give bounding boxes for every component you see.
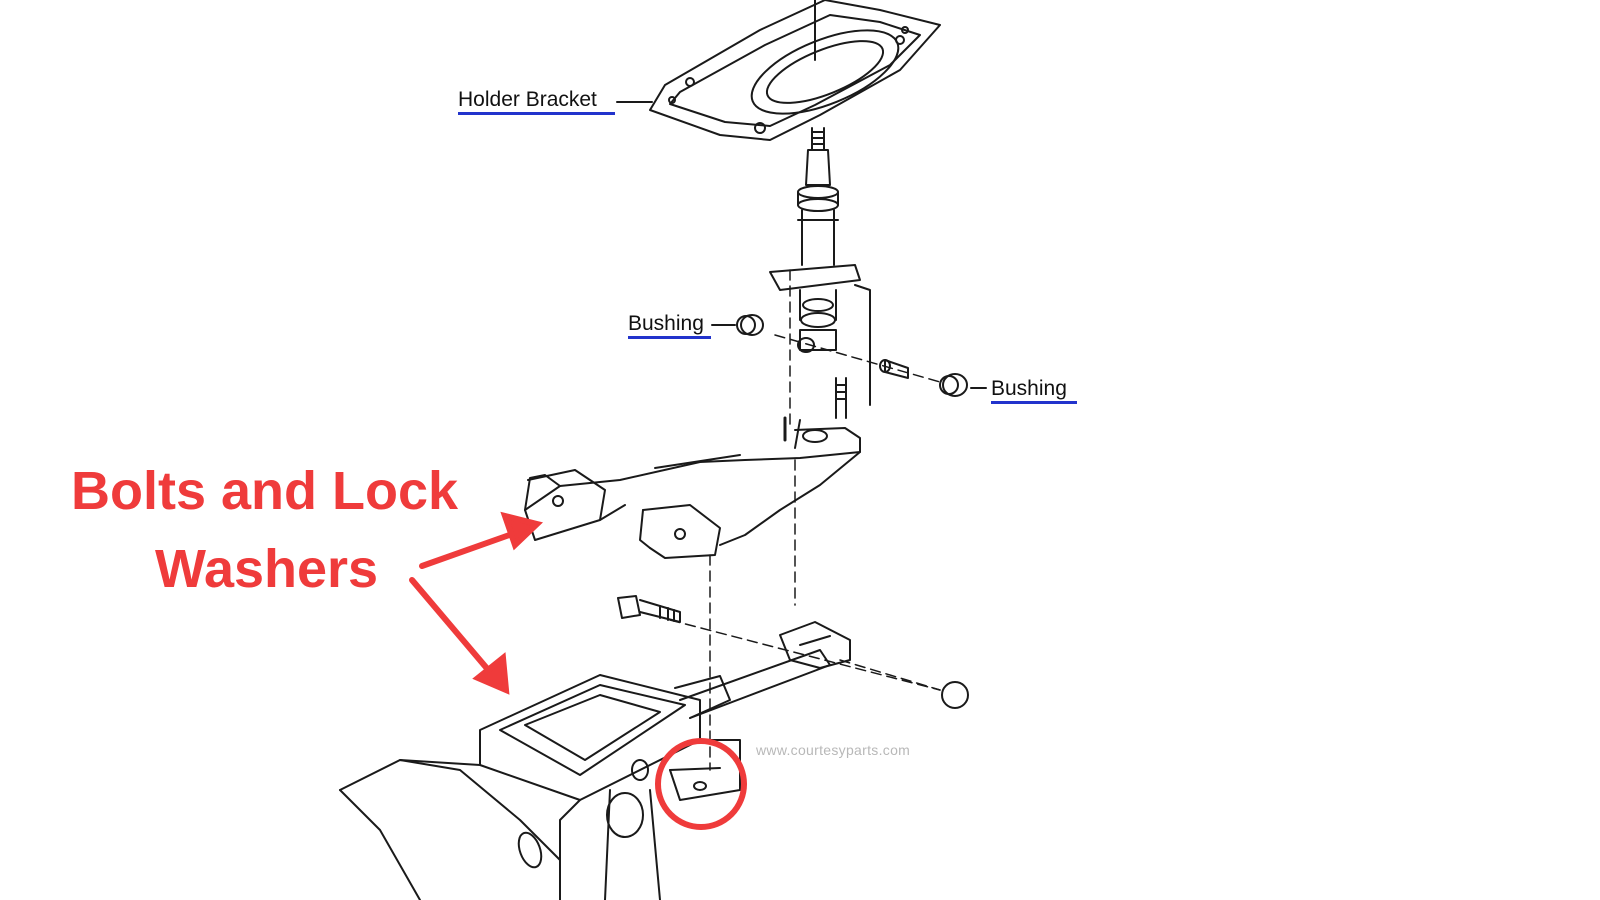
shifter-arm-bracket <box>524 419 861 559</box>
callout-line-1: Bolts and Lock <box>71 461 459 521</box>
lower-support-rod <box>674 621 851 719</box>
underline-bushing-right <box>991 401 1077 404</box>
highlight-circle <box>655 738 747 830</box>
callout-arrows <box>409 511 544 695</box>
mounting-bolt <box>617 595 681 623</box>
label-holder-bracket: Holder Bracket <box>458 88 597 111</box>
watermark-text: www.courtesyparts.com <box>756 742 911 758</box>
label-bushing-right: Bushing <box>991 377 1067 400</box>
bushings-and-pin <box>736 314 968 397</box>
callout-line-2: Washers <box>155 539 379 599</box>
guide-stud <box>835 377 847 419</box>
shift-lever-shaft <box>769 127 871 406</box>
label-bushing-left: Bushing <box>628 312 704 335</box>
underline-holder-bracket <box>458 112 615 115</box>
transmission-housing <box>339 674 741 900</box>
holder-bracket-part <box>649 0 941 141</box>
flange-nut <box>941 681 969 709</box>
underline-bushing-left <box>628 336 711 339</box>
